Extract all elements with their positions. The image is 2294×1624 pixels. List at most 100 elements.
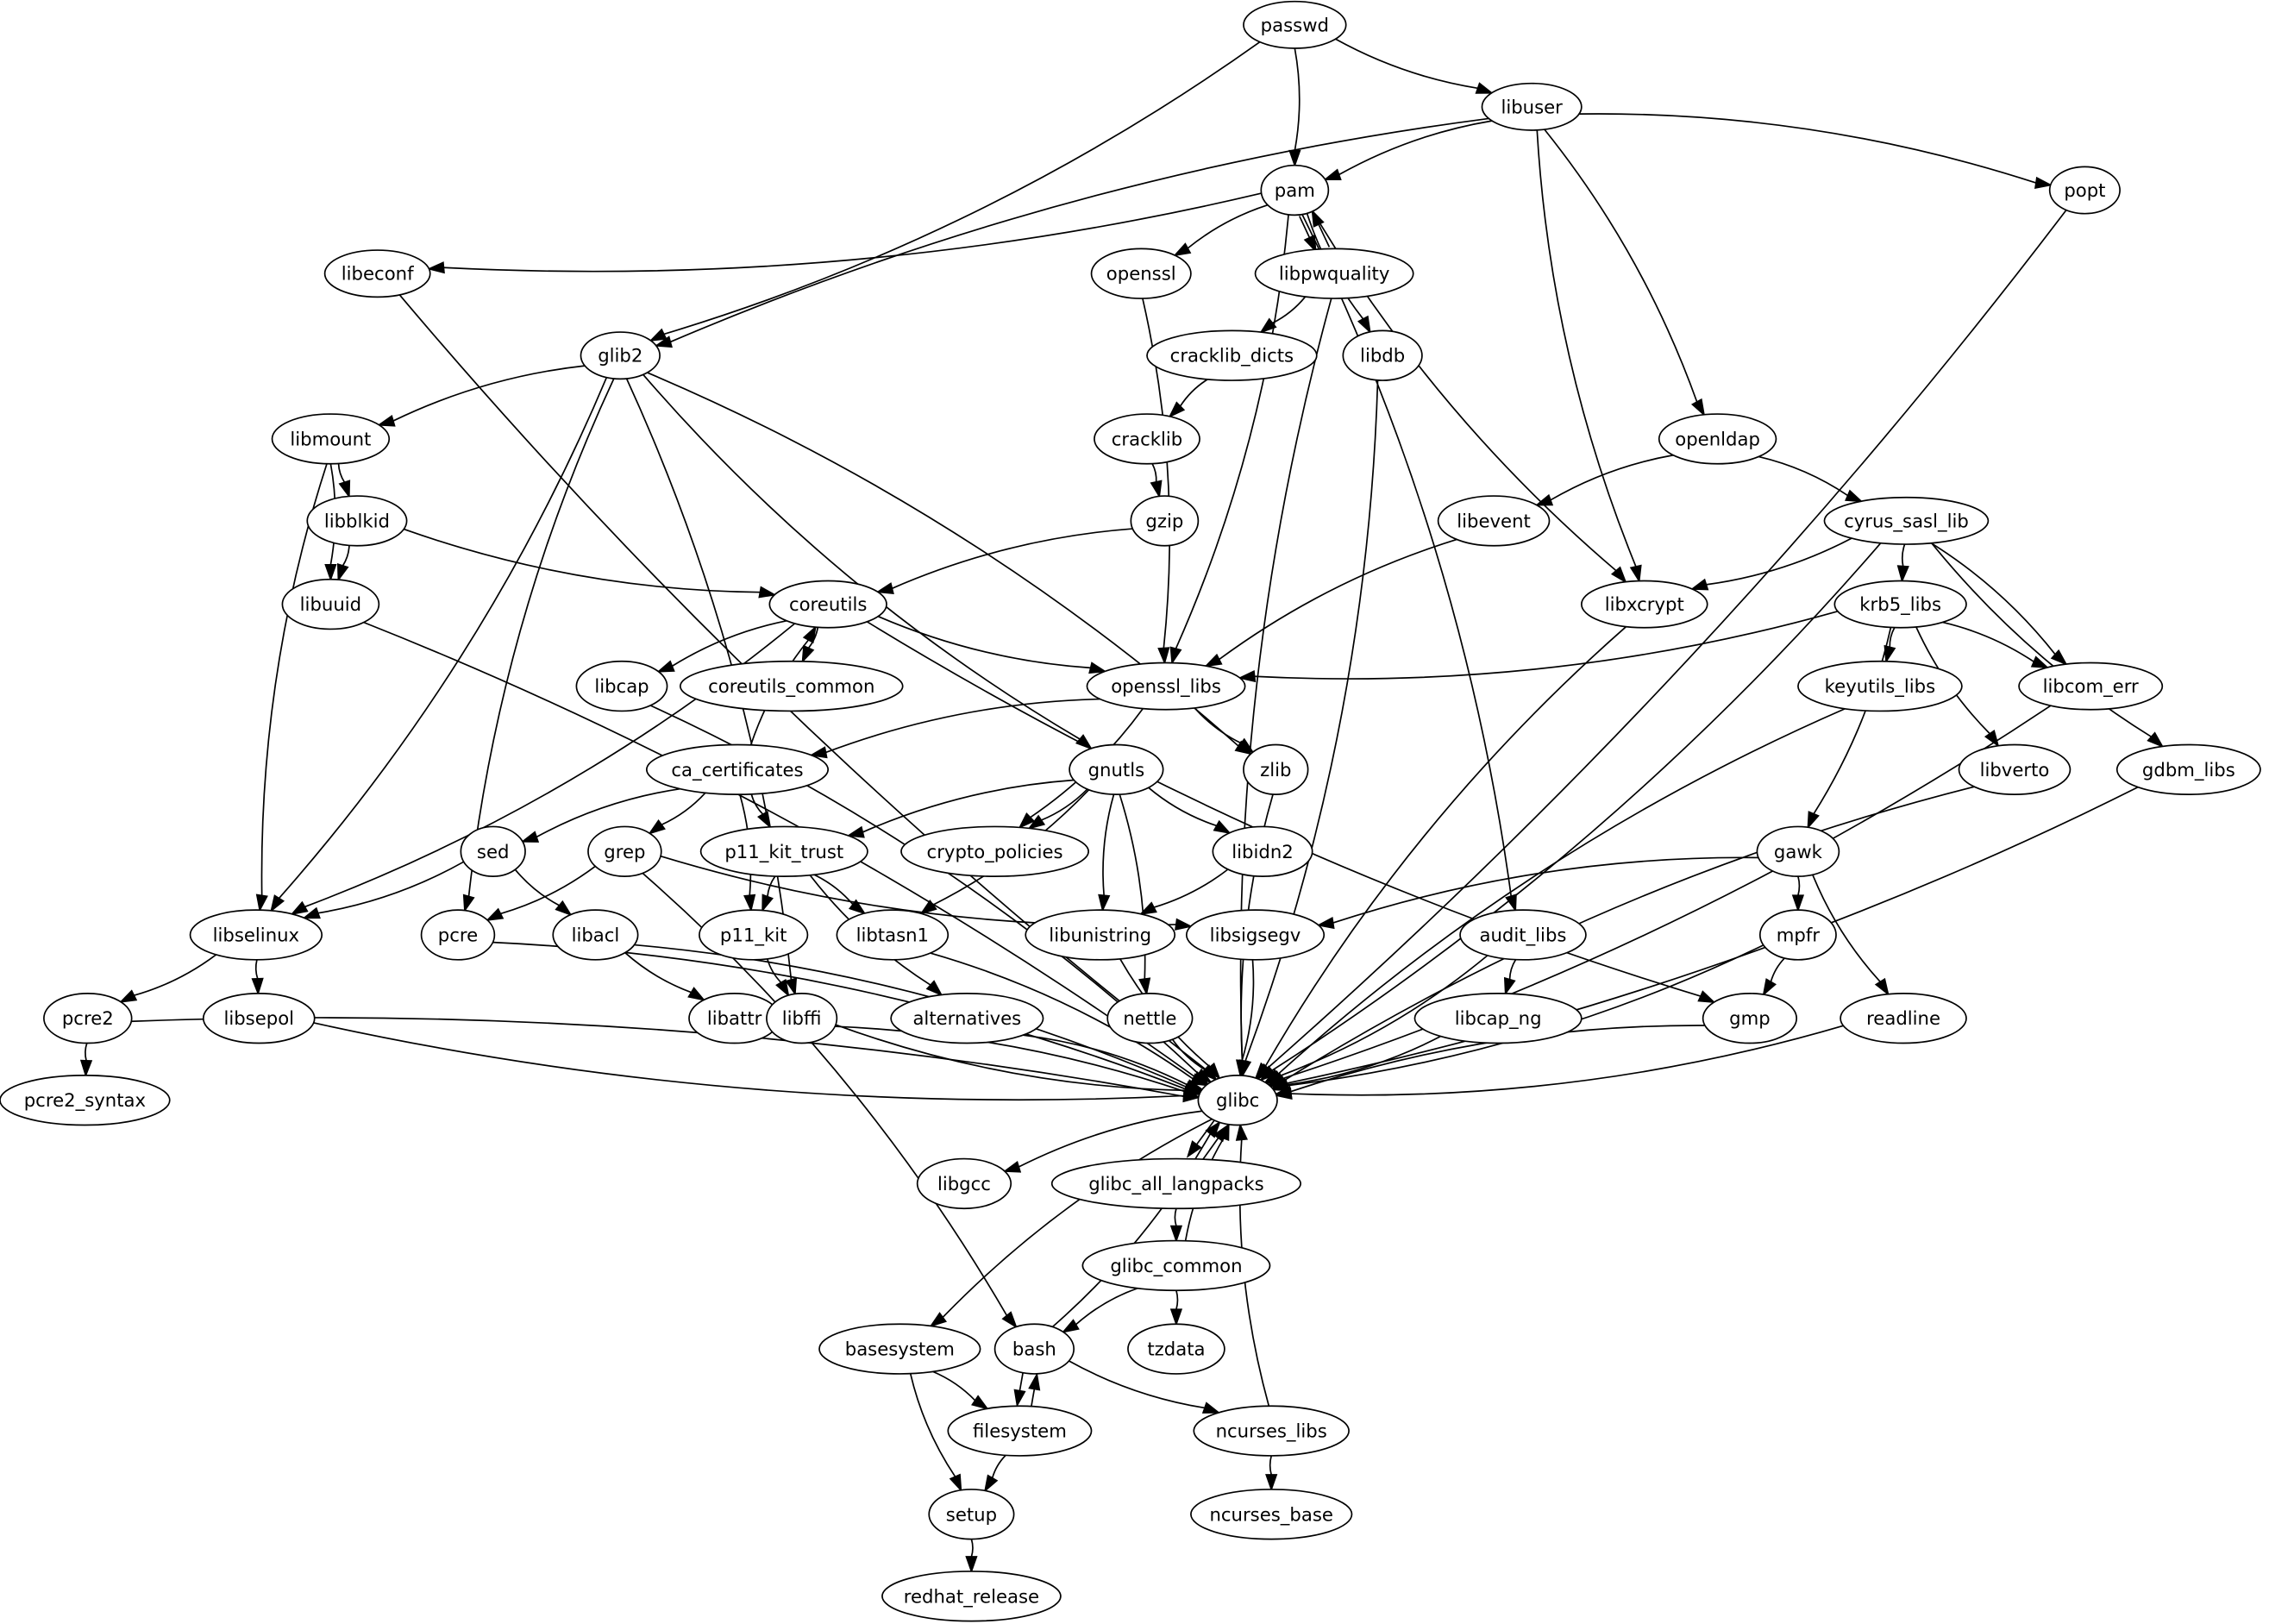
node-libpwquality[interactable]: libpwquality	[1254, 248, 1414, 299]
node-ncurses_libs[interactable]: ncurses_libs	[1193, 1405, 1350, 1457]
node-cracklib_dicts[interactable]: cracklib_dicts	[1146, 329, 1318, 381]
node-label: glibc_common	[1110, 1255, 1242, 1276]
node-ellipse	[1413, 993, 1583, 1044]
arrowhead-icon	[1503, 976, 1516, 996]
edge-libuser-to-glib2	[654, 117, 1489, 348]
node-libxcrypt[interactable]: libxcrypt	[1580, 580, 1708, 629]
edge-line	[1102, 793, 1115, 896]
node-libunistring[interactable]: libunistring	[1025, 909, 1176, 961]
node-label: coreutils	[789, 593, 867, 615]
node-ellipse	[271, 413, 391, 465]
node-openssl[interactable]: openssl	[1090, 248, 1192, 299]
node-libcap[interactable]: libcap	[575, 660, 668, 712]
edge-cyrus_sasl_lib-to-libxcrypt	[1689, 537, 1852, 591]
node-libuser[interactable]: libuser	[1481, 82, 1583, 131]
node-gmp[interactable]: gmp	[1702, 993, 1798, 1044]
node-cyrus_sasl_lib[interactable]: cyrus_sasl_lib	[1823, 496, 1990, 545]
node-bash[interactable]: bash	[993, 1323, 1075, 1375]
node-crypto_policies[interactable]: crypto_policies	[900, 825, 1089, 877]
node-pcre[interactable]: pcre	[420, 909, 496, 961]
node-setup[interactable]: setup	[928, 1489, 1015, 1540]
node-openldap[interactable]: openldap	[1658, 413, 1777, 465]
edge-cyrus_sasl_lib-to-libcom_err	[1930, 542, 2068, 666]
node-gzip[interactable]: gzip	[1130, 495, 1200, 547]
node-p11_kit[interactable]: p11_kit	[699, 909, 809, 961]
node-passwd[interactable]: passwd	[1243, 0, 1347, 49]
node-libblkid[interactable]: libblkid	[306, 495, 408, 547]
node-mpfr[interactable]: mpfr	[1758, 909, 1837, 961]
node-libcap_ng[interactable]: libcap_ng	[1413, 993, 1583, 1044]
node-readline[interactable]: readline	[1840, 993, 1967, 1044]
node-label: gawk	[1774, 841, 1823, 862]
node-ellipse	[768, 580, 887, 629]
node-glibc_all_langpacks[interactable]: glibc_all_langpacks	[1050, 1157, 1301, 1210]
node-glibc_common[interactable]: glibc_common	[1081, 1239, 1271, 1292]
node-grep[interactable]: grep	[587, 825, 662, 877]
arrowhead-icon	[1534, 493, 1554, 506]
node-libidn2[interactable]: libidn2	[1212, 825, 1313, 877]
node-ellipse	[281, 578, 380, 630]
node-label: libeconf	[342, 263, 414, 285]
node-audit_libs[interactable]: audit_libs	[1459, 909, 1587, 961]
node-cracklib[interactable]: cracklib	[1094, 413, 1200, 465]
node-libdb[interactable]: libdb	[1342, 329, 1423, 381]
node-libsigsegv[interactable]: libsigsegv	[1185, 909, 1326, 961]
arrowhead-icon	[555, 900, 573, 917]
node-basesystem[interactable]: basesystem	[818, 1323, 981, 1375]
node-libacl[interactable]: libacl	[552, 909, 639, 961]
node-redhat_release[interactable]: redhat_release	[881, 1571, 1062, 1622]
node-libtasn1[interactable]: libtasn1	[836, 909, 950, 961]
node-label: readline	[1866, 1007, 1940, 1029]
edge-cyrus_sasl_lib-to-glibc	[1259, 542, 1882, 1082]
edge-glibc_common-to-bash	[1061, 1287, 1138, 1333]
edge-line	[1244, 379, 1379, 1062]
node-libeconf[interactable]: libeconf	[323, 249, 431, 298]
node-libselinux[interactable]: libselinux	[189, 909, 323, 961]
node-libverto[interactable]: libverto	[1958, 743, 2071, 795]
node-ca_certificates[interactable]: ca_certificates	[645, 743, 830, 795]
node-glib2[interactable]: glib2	[580, 331, 661, 380]
node-label: openldap	[1675, 428, 1760, 449]
node-gdbm_libs[interactable]: gdbm_libs	[2115, 743, 2261, 795]
node-pcre2_syntax[interactable]: pcre2_syntax	[0, 1075, 171, 1126]
node-label: libxcrypt	[1605, 593, 1684, 615]
node-popt[interactable]: popt	[2048, 166, 2121, 215]
node-libgcc[interactable]: libgcc	[916, 1157, 1012, 1210]
node-openssl_libs[interactable]: openssl_libs	[1086, 662, 1246, 711]
edge-libpwquality-to-cracklib_dicts	[1259, 296, 1307, 334]
node-gawk[interactable]: gawk	[1756, 825, 1840, 877]
node-pam[interactable]: pam	[1260, 164, 1330, 216]
node-label: p11_kit	[720, 924, 787, 945]
arrowhead-icon	[426, 261, 445, 274]
node-coreutils_common[interactable]: coreutils_common	[679, 660, 904, 712]
node-keyutils_libs[interactable]: keyutils_libs	[1797, 660, 1963, 712]
node-libattr[interactable]: libattr	[688, 993, 781, 1044]
edge-libsigsegv-to-glibc	[1236, 959, 1255, 1078]
node-libevent[interactable]: libevent	[1437, 495, 1551, 547]
node-filesystem[interactable]: filesystem	[947, 1405, 1093, 1457]
node-alternatives[interactable]: alternatives	[890, 993, 1044, 1044]
node-pcre2[interactable]: pcre2	[43, 993, 133, 1044]
node-ncurses_base[interactable]: ncurses_base	[1190, 1489, 1353, 1540]
edge-setup-to-redhat_release	[965, 1539, 978, 1574]
node-libcom_err[interactable]: libcom_err	[2018, 662, 2164, 711]
node-libffi[interactable]: libffi	[766, 993, 838, 1044]
node-p11_kit_trust[interactable]: p11_kit_trust	[699, 825, 868, 877]
node-gnutls[interactable]: gnutls	[1069, 743, 1164, 795]
node-libmount[interactable]: libmount	[271, 413, 391, 465]
node-label: setup	[946, 1503, 997, 1525]
node-glibc[interactable]: glibc	[1197, 1075, 1278, 1126]
node-sed[interactable]: sed	[460, 825, 526, 877]
arrowhead-icon	[971, 1395, 989, 1410]
node-label: sed	[477, 841, 510, 862]
node-tzdata[interactable]: tzdata	[1127, 1323, 1225, 1375]
arrowhead-icon	[1311, 209, 1325, 228]
node-coreutils[interactable]: coreutils	[768, 580, 887, 629]
node-zlib[interactable]: zlib	[1243, 743, 1309, 795]
node-krb5_libs[interactable]: krb5_libs	[1833, 580, 1967, 629]
node-nettle[interactable]: nettle	[1106, 993, 1194, 1044]
node-libuuid[interactable]: libuuid	[281, 578, 380, 630]
node-ellipse	[890, 993, 1044, 1044]
node-libsepol[interactable]: libsepol	[202, 993, 316, 1044]
